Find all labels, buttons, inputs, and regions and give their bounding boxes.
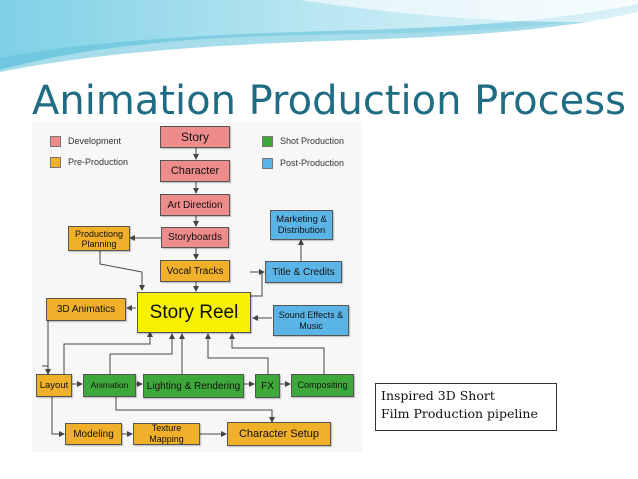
node-title-credits: Title & Credits (265, 261, 342, 283)
legend-label-post-production: Post-Production (280, 158, 345, 168)
edge-animation-setup (115, 397, 275, 423)
legend-swatch-post-production (262, 158, 273, 169)
connector-lines (42, 148, 325, 437)
legend-swatch-pre-production (50, 157, 61, 168)
caption-line-1: Inspired 3D Short (381, 388, 495, 403)
node-character-setup: Character Setup (227, 422, 331, 446)
node-3d-animatics: 3D Animatics (46, 298, 126, 321)
node-production-planning: Productiong Planning (68, 226, 130, 251)
edge-layout-modeling (51, 397, 65, 437)
node-story: Story (160, 126, 230, 148)
edge-planning-reel (99, 251, 145, 291)
legend-swatch-development (50, 136, 61, 147)
legend-label-shot-production: Shot Production (280, 136, 345, 146)
node-sound-effects-music: Sound Effects & Music (273, 305, 349, 336)
node-character: Character (160, 160, 230, 182)
node-vocal-tracks: Vocal Tracks (160, 260, 230, 282)
node-layout: Layout (36, 374, 72, 397)
edge-compositing-reel (229, 333, 325, 374)
edge-reel-title-a (250, 272, 263, 297)
legend-label-pre-production: Pre-Production (68, 157, 129, 167)
node-fx: FX (255, 374, 280, 398)
node-lighting-rendering: Lighting & Rendering (143, 374, 244, 398)
node-storyboards: Storyboards (161, 227, 229, 248)
node-story-reel: Story Reel (137, 292, 251, 333)
node-animation: Animation (83, 374, 136, 397)
edge-animatics-down (42, 321, 49, 367)
node-texture-mapping: Texture Mapping (133, 423, 200, 445)
node-art-direction: Art Direction (160, 194, 230, 216)
caption-box: Inspired 3D Short Film Production pipeli… (375, 383, 557, 431)
wave-decoration (0, 0, 638, 72)
legend-label-development: Development (68, 136, 122, 146)
slide-title: Animation Production Process (32, 78, 626, 124)
legend-swatch-shot-production (262, 136, 273, 147)
node-modeling: Modeling (65, 423, 122, 445)
edge-layout-reel (63, 331, 153, 374)
node-compositing: Compositing (291, 374, 354, 397)
edge-animation-reel (110, 333, 175, 355)
pipeline-diagram: Development Pre-Production Shot Producti… (32, 122, 362, 452)
node-marketing-distribution: Marketing & Distribution (270, 210, 333, 240)
edge-fx-reel (205, 333, 269, 374)
caption-line-2: Film Production pipeline (381, 406, 538, 421)
